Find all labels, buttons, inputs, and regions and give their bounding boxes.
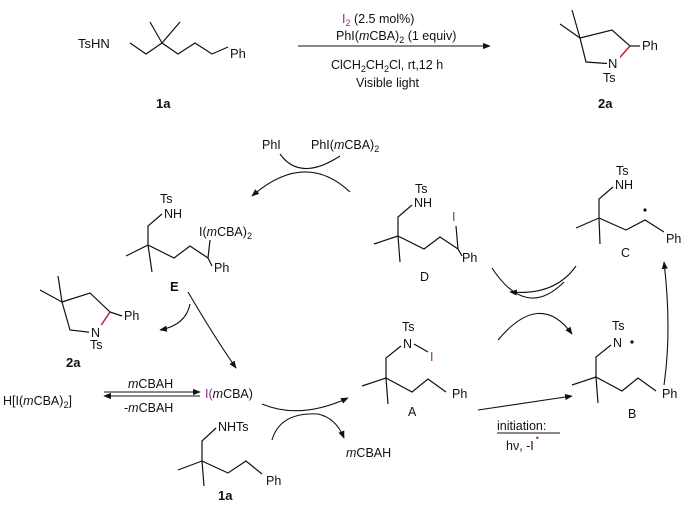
catalyst-text: I2 (2.5 mol%) [342, 12, 414, 28]
arrow-C-to-D [509, 265, 577, 296]
E-phenyl-label: Ph [214, 261, 229, 275]
A-n-label: N [403, 337, 412, 351]
compound-label-E: E [170, 279, 179, 294]
arrow-E-to-iodine [187, 291, 237, 369]
compound-label-2a-cycle: 2a [66, 355, 81, 370]
B-radical-dot [630, 340, 634, 344]
2a-tosyl-label: Ts [90, 338, 103, 352]
arrow-iodine-to-A [261, 397, 349, 412]
reactant-amine-label: TsHN [78, 36, 110, 51]
initiation-conditions: hν, -I• [506, 433, 539, 453]
equilibrium-left-species: H[I(mCBA)2] [3, 394, 72, 410]
compound-label-1a-cycle: 1a [218, 488, 233, 503]
2a-phenyl-label: Ph [124, 309, 139, 323]
arrow-A-to-B-arc [497, 312, 573, 341]
compound-label-D: D [420, 270, 429, 284]
reactant-phenyl-label: Ph [230, 46, 246, 61]
intermediate-B: Ts N Ph B [571, 319, 677, 421]
D-iodo-label: I [452, 210, 455, 224]
C-amine-label: NH [615, 178, 633, 192]
arc-arrow-top [251, 171, 351, 197]
substrate-1a-cycle: NHTs Ph 1a [177, 420, 281, 503]
2a-n-label: N [91, 326, 100, 340]
product-tosyl-label: Ts [603, 71, 616, 85]
B-tosyl-label: Ts [612, 319, 625, 333]
A-iodo-label: I [430, 350, 433, 364]
D-amine-label: NH [414, 196, 432, 210]
1a-phenyl-label: Ph [266, 474, 281, 488]
arrow-D-to-C-arc [491, 267, 565, 299]
D-tosyl-label: Ts [415, 182, 428, 196]
compound-label-C: C [621, 246, 630, 260]
1a-amine-label: NHTs [218, 420, 249, 434]
arc-arrow-top-side [279, 153, 341, 169]
oxidant-text: PhI(mCBA)2 (1 equiv) [336, 29, 456, 45]
arrow-E-to-2a [159, 303, 191, 332]
intermediate-A: Ts N I Ph A [361, 320, 467, 419]
product-2a-top: N Ph Ts 2a [559, 9, 658, 111]
oxidant-label-cycle: PhI(mCBA)2 [311, 138, 379, 154]
compound-label-2a-top: 2a [598, 96, 613, 111]
compound-label-A: A [408, 405, 417, 419]
reactant-1a-top: TsHN Ph 1a [78, 21, 246, 111]
intermediate-C: Ts NH Ph C [575, 164, 681, 260]
forward-reagent-label: mCBAH [128, 377, 173, 391]
arrow-1a-to-mcbah [271, 413, 345, 441]
E-tosyl-label: Ts [160, 192, 173, 206]
bottom-arc: mCBAH [261, 397, 391, 460]
top-arc-regeneration: PhI PhI(mCBA)2 [251, 138, 379, 197]
compound-label-B: B [628, 407, 636, 421]
reverse-reagent-label: -mCBAH [124, 401, 173, 415]
E-amine-label: NH [164, 207, 182, 221]
intermediate-E: Ts NH I(mCBA)2 Ph E [125, 192, 252, 294]
A-tosyl-label: Ts [402, 320, 415, 334]
B-n-label: N [613, 336, 622, 350]
E-iodo-label: I(mCBA)2 [199, 225, 252, 241]
initiation-block: initiation: hν, -I• [477, 393, 573, 453]
B-phenyl-label: Ph [662, 387, 677, 401]
C-tosyl-label: Ts [616, 164, 629, 178]
equilibrium-block: H[I(mCBA)2] mCBAH -mCBAH I(mCBA) [3, 377, 253, 415]
solvent-text: ClCH2CH2Cl, rt,12 h [331, 58, 443, 74]
product-2a-cycle: N Ph Ts 2a [39, 275, 139, 370]
left-arrows [159, 291, 237, 369]
iodine-species-label: I(mCBA) [205, 387, 253, 401]
reaction-conditions: I2 (2.5 mol%) PhI(mCBA)2 (1 equiv) ClCH2… [298, 12, 491, 90]
C-phenyl-label: Ph [666, 232, 681, 246]
A-phenyl-label: Ph [452, 387, 467, 401]
light-text: Visible light [356, 76, 420, 90]
C-radical-dot [643, 208, 647, 212]
product-phenyl-label: Ph [642, 38, 658, 53]
phi-label: PhI [262, 138, 281, 152]
byproduct-label: mCBAH [346, 446, 391, 460]
right-arrows [491, 261, 669, 386]
intermediate-D: Ts NH I Ph D [373, 182, 477, 284]
arrow-B-to-C [661, 261, 669, 386]
initiation-title: initiation: [497, 419, 546, 433]
compound-label-1a-top: 1a [156, 96, 171, 111]
initiation-arrow [477, 393, 573, 411]
D-phenyl-label: Ph [462, 251, 477, 265]
product-n-label: N [608, 56, 617, 71]
